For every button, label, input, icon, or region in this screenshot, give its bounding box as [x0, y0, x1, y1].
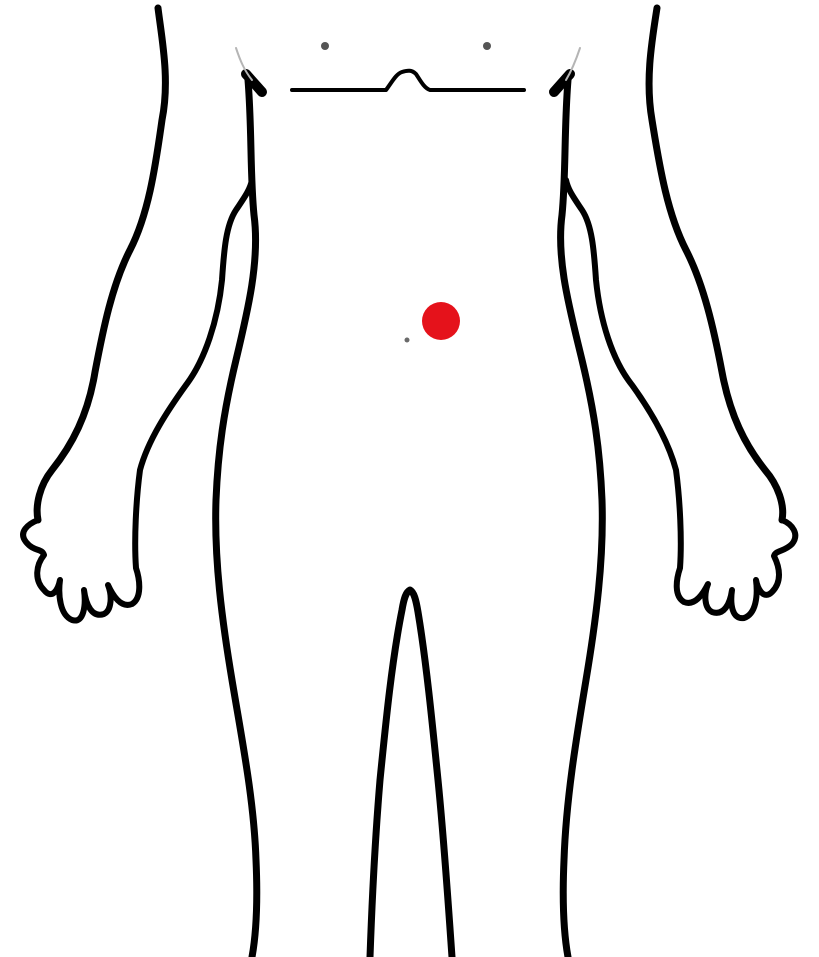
body-outline — [23, 8, 795, 957]
left-nipple — [321, 42, 329, 50]
red-dot-marker — [422, 302, 460, 340]
neckline-contour — [292, 71, 524, 90]
right-nipple — [483, 42, 491, 50]
inner-leg-contour — [370, 590, 452, 957]
marker-shadow-dot — [405, 338, 410, 343]
left-arm-outer-contour — [37, 8, 165, 520]
